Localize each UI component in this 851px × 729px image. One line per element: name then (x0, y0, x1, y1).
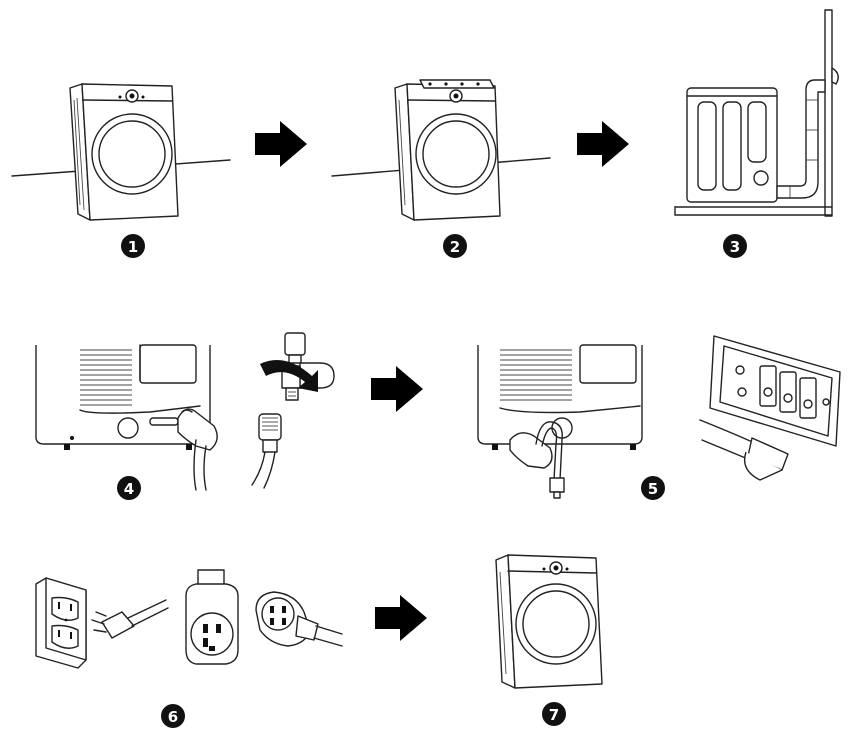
rotate-arrow-icon (260, 360, 318, 392)
wall-outlet-icon (35, 577, 87, 669)
step-5-badge: 5 (641, 476, 665, 500)
vent-grille-icon (80, 349, 132, 406)
step-4-badge: 4 (117, 476, 141, 500)
step-3-badge: 3 (723, 234, 747, 258)
step-2-badge: 2 (443, 234, 467, 258)
svg-text:5: 5 (648, 480, 658, 498)
step-5-hose-connected-illustration (477, 344, 643, 499)
arrow-1-icon (255, 121, 307, 167)
svg-text:6: 6 (168, 708, 178, 726)
control-knob-icon (449, 89, 463, 103)
svg-text:7: 7 (549, 706, 559, 724)
step-1-dryer-illustration (11, 83, 231, 221)
step-3-dryer-vent-illustration (674, 9, 839, 217)
four-prong-receptacle-icon (185, 569, 239, 665)
terminal-block-illustration (699, 335, 841, 481)
step-7-dryer-illustration (495, 554, 603, 689)
vent-duct-icon (776, 67, 839, 199)
step-6-badge: 6 (161, 704, 185, 728)
arrow-4-icon (375, 595, 427, 641)
step-7-badge: 7 (542, 702, 566, 726)
svg-text:2: 2 (450, 238, 460, 256)
hand-icon (509, 432, 553, 469)
hose-fitting-icon (251, 413, 282, 489)
step-6-electrical-outlet-illustration (35, 569, 343, 669)
svg-text:1: 1 (128, 238, 138, 256)
step-1-badge: 1 (121, 234, 145, 258)
arrow-2-icon (577, 121, 629, 167)
control-knob-icon (118, 89, 145, 103)
step-2-dryer-illustration (331, 79, 551, 221)
four-prong-plug-icon (255, 591, 343, 647)
terminal-screw-icon (735, 365, 830, 419)
svg-text:4: 4 (124, 480, 134, 498)
three-prong-plug-icon (91, 599, 169, 639)
step-4-water-connection-illustration (35, 332, 335, 491)
arrow-3-icon (371, 366, 423, 412)
hand-icon (177, 408, 218, 451)
control-knob-icon (542, 561, 569, 575)
svg-text:3: 3 (730, 238, 740, 256)
power-cord-plug-icon (743, 437, 789, 481)
vent-grille-icon (500, 349, 572, 401)
